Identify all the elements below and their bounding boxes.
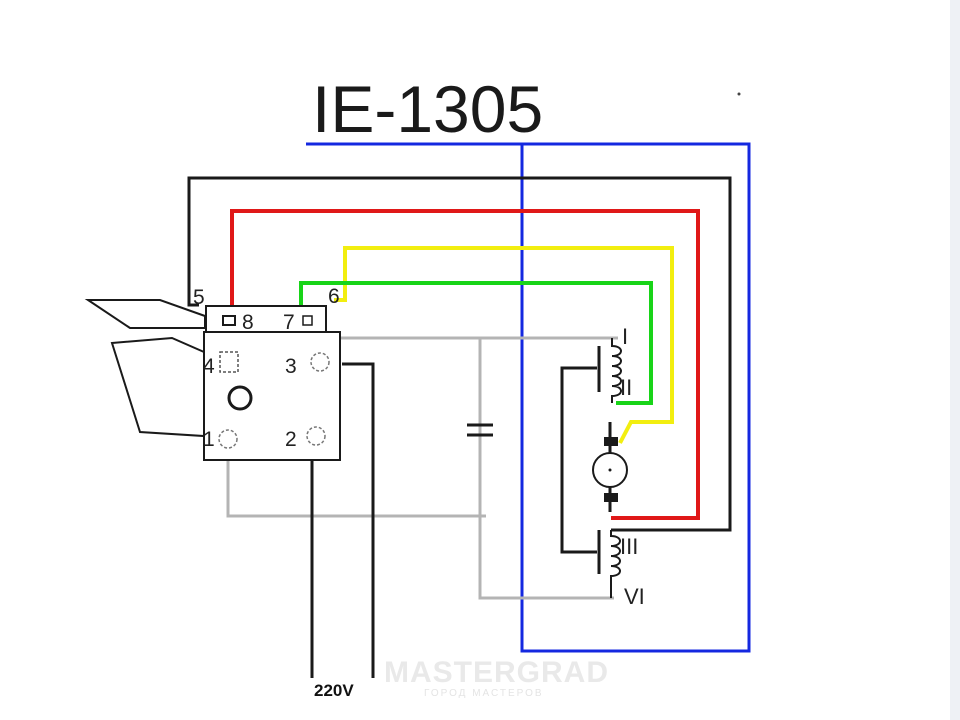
terminal-1-contact	[218, 429, 238, 449]
watermark-subtext: ГОРОД МАСТЕРОВ	[424, 688, 544, 699]
switch-center-pivot	[227, 385, 253, 411]
wire-black-terminal-5	[187, 176, 732, 532]
trigger-housing	[110, 336, 205, 438]
brush-bottom	[604, 493, 618, 502]
winding-label-III: III	[620, 534, 638, 559]
terminal-label-3: 3	[285, 355, 297, 378]
terminal-4-contact	[219, 351, 239, 373]
diagram-title: IE-1305	[312, 72, 543, 146]
trigger-lever	[84, 299, 206, 329]
terminal-label-5: 5	[193, 286, 205, 309]
terminal-label-2: 2	[285, 428, 297, 451]
stator-bracket	[560, 366, 597, 554]
wire-gray-terminal-1	[226, 446, 486, 518]
field-winding-top	[611, 338, 622, 403]
terminal-3-contact	[310, 352, 330, 372]
terminal-label-4: 4	[203, 355, 215, 378]
terminal-label-7: 7	[283, 311, 295, 334]
terminal-7-contact	[302, 315, 313, 326]
terminal-label-8: 8	[242, 311, 254, 334]
brush-top	[604, 437, 618, 446]
stray-dot	[737, 92, 741, 96]
armature-center-dot	[608, 468, 612, 472]
winding-label-I: I	[622, 324, 628, 349]
wire-yellow-terminal-6	[334, 246, 674, 444]
terminal-8-contact	[222, 315, 236, 326]
watermark-text: MASTERGRAD	[384, 656, 609, 689]
window-right-edge	[950, 0, 960, 720]
terminal-label-6: 6	[328, 285, 340, 308]
winding-label-II: II	[620, 375, 632, 400]
field-winding-bottom	[610, 530, 621, 598]
voltage-label: 220V	[314, 681, 354, 700]
motor-enclosure-box	[520, 142, 751, 653]
winding-label-VI: VI	[624, 584, 645, 609]
wire-red-terminal-8	[230, 209, 700, 520]
terminal-2-contact	[306, 426, 326, 446]
power-lead-right	[342, 362, 375, 678]
terminal-label-1: 1	[203, 428, 215, 451]
